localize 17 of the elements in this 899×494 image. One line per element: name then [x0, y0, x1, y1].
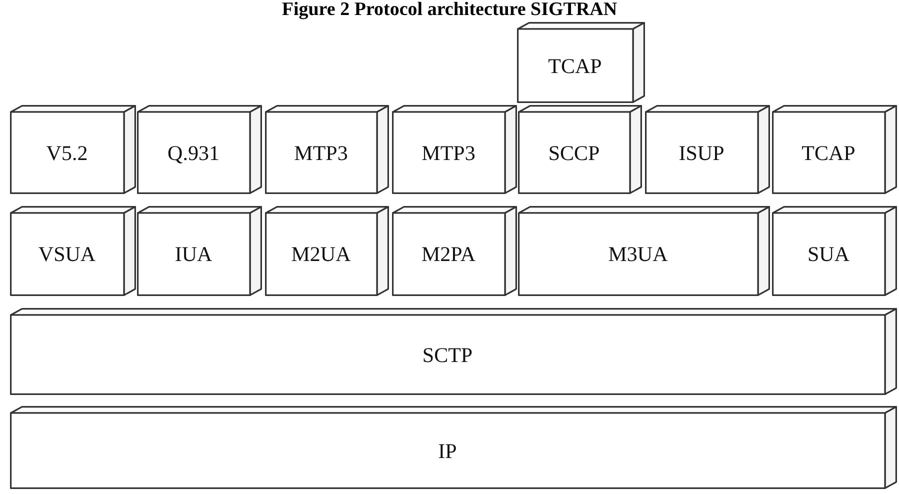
layer-label: TCAP — [548, 54, 602, 78]
layer-label: ISUP — [678, 140, 724, 166]
figure-title: Figure 2 Protocol architecture SIGTRAN — [280, 0, 618, 20]
layer-label: SCTP — [422, 342, 473, 368]
layer-label: M2PA — [421, 242, 476, 267]
layer-label: SUA — [807, 242, 850, 267]
layer-label: VSUA — [38, 242, 96, 267]
layer-label: TCAP — [802, 140, 856, 166]
layer-label: IUA — [174, 242, 212, 267]
layer-label: Q.931 — [168, 140, 220, 166]
layer-label: SCCP — [548, 140, 600, 166]
layer-label: IP — [438, 438, 457, 464]
layer-label: M3UA — [608, 242, 668, 267]
layer-label: MTP3 — [294, 140, 348, 166]
layer-label: MTP3 — [422, 140, 476, 166]
layer-label: M2UA — [291, 242, 351, 267]
layer-label: V5.2 — [46, 140, 88, 166]
